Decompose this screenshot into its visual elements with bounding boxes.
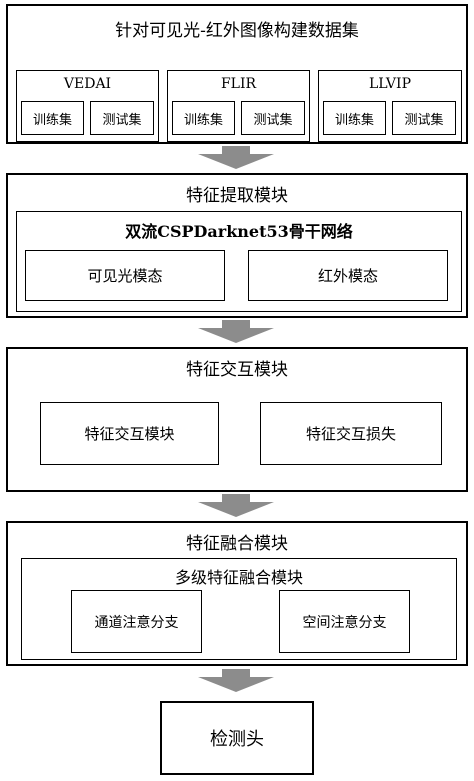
interaction-module-box: 特征交互模块 (40, 402, 219, 465)
interaction-loss-box: 特征交互损失 (260, 402, 442, 465)
multi-level-fusion: 多级特征融合模块 通道注意分支 空间注意分支 (21, 558, 457, 660)
dataset-flir: FLIR 训练集 测试集 (167, 70, 310, 142)
dataset-name: LLVIP (369, 76, 411, 92)
test-set-box: 测试集 (90, 101, 154, 135)
feature-extraction-module: 特征提取模块 双流CSPDarknet53骨干网络 可见光模态 红外模态 (6, 173, 468, 318)
interaction-module-label: 特征交互模块 (84, 425, 175, 443)
dataset-name: FLIR (220, 76, 257, 92)
spatial-attention-box: 空间注意分支 (279, 590, 410, 653)
infrared-modality-label: 红外模态 (317, 267, 378, 285)
test-set-label: 测试集 (102, 112, 142, 128)
flow-arrow-2 (198, 320, 274, 343)
spatial-attention-label: 空间注意分支 (302, 614, 387, 631)
train-set-label: 训练集 (334, 112, 374, 128)
feature-fusion-module: 特征融合模块 多级特征融合模块 通道注意分支 空间注意分支 (6, 521, 468, 666)
dataset-module-title: 针对可见光-红外图像构建数据集 (115, 21, 359, 41)
train-set-box: 训练集 (323, 101, 386, 135)
dataset-name: VEDAI (63, 76, 112, 92)
dataset-vedai: VEDAI 训练集 测试集 (16, 70, 159, 142)
test-set-label: 测试集 (253, 112, 293, 128)
flow-arrow-3 (198, 494, 274, 517)
multi-level-fusion-title: 多级特征融合模块 (174, 568, 303, 587)
flow-arrow-1 (198, 146, 274, 169)
interaction-loss-label: 特征交互损失 (305, 425, 396, 443)
test-set-box: 测试集 (241, 101, 305, 135)
backbone-network: 双流CSPDarknet53骨干网络 可见光模态 红外模态 (16, 211, 462, 312)
channel-attention-label: 通道注意分支 (94, 614, 179, 631)
train-set-label: 训练集 (183, 112, 223, 128)
train-set-box: 训练集 (21, 101, 84, 135)
feature-interaction-module: 特征交互模块 特征交互模块 特征交互损失 (6, 347, 468, 492)
train-set-box: 训练集 (172, 101, 235, 135)
test-set-box: 测试集 (392, 101, 456, 135)
dataset-module: 针对可见光-红外图像构建数据集 VEDAI 训练集 测试集 FLIR 训练集 测… (6, 4, 468, 144)
detection-head-box: 检测头 (160, 701, 314, 775)
dataset-llvip: LLVIP 训练集 测试集 (318, 70, 462, 142)
channel-attention-box: 通道注意分支 (71, 590, 202, 653)
flow-arrow-4 (198, 669, 274, 692)
backbone-title: 双流CSPDarknet53骨干网络 (125, 222, 353, 241)
feature-fusion-title: 特征融合模块 (186, 534, 288, 554)
detection-head-label: 检测头 (210, 729, 264, 750)
train-set-label: 训练集 (32, 112, 72, 128)
feature-extraction-title: 特征提取模块 (186, 186, 288, 206)
feature-interaction-title: 特征交互模块 (186, 360, 288, 380)
visible-modality-box: 可见光模态 (25, 250, 225, 301)
test-set-label: 测试集 (404, 112, 444, 128)
visible-modality-label: 可见光模态 (87, 267, 163, 285)
infrared-modality-box: 红外模态 (248, 250, 448, 301)
